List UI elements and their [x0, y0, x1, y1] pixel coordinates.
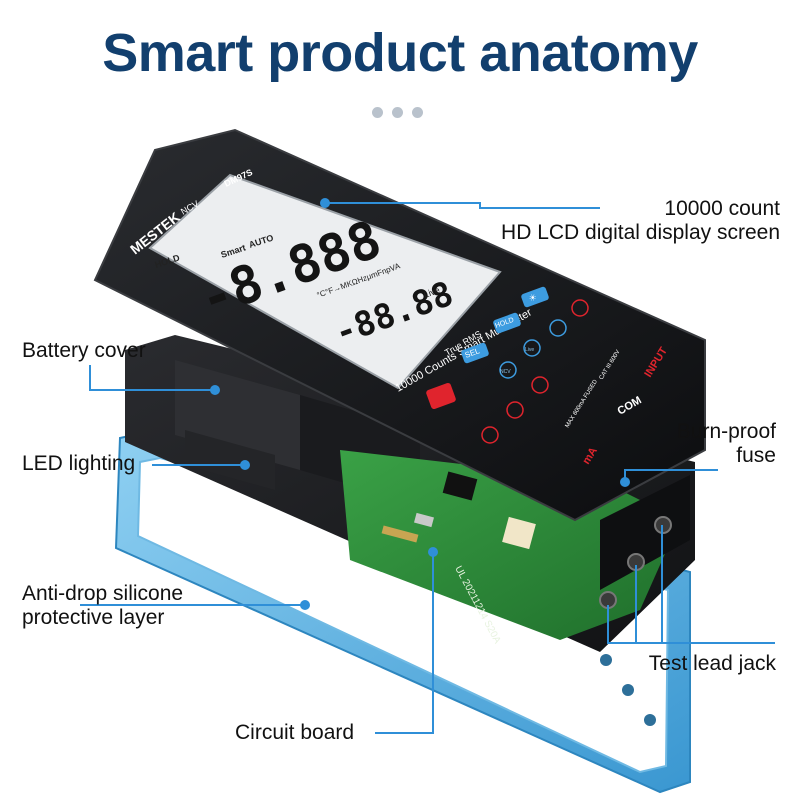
silicone-callout-line2: protective layer — [22, 606, 165, 629]
lcd-screen — [148, 173, 502, 390]
function-key[interactable] — [571, 299, 589, 317]
function-key[interactable] — [506, 401, 524, 419]
battery-cover-callout: Battery cover — [22, 339, 146, 362]
fuse-callout-line1: Burn-proof — [676, 420, 776, 443]
live-key-label: Live — [525, 347, 534, 353]
lcd-callout-line2: HD LCD digital display screen — [501, 221, 780, 244]
page-title: Smart product anatomy — [102, 23, 698, 83]
header-pins — [381, 525, 419, 543]
function-key[interactable] — [531, 376, 549, 394]
front-panel: MESTEK DM97S NCV HOLD Smart AUTO -8.888 … — [93, 128, 706, 522]
silicone-callout-line1: Anti-drop silicone — [22, 582, 184, 605]
silicone-leader-dot — [300, 600, 310, 610]
sel-key[interactable]: SEL — [460, 342, 489, 364]
light-key[interactable]: ☀ — [520, 286, 549, 308]
silicone-jack-hole — [622, 684, 634, 696]
chip-component — [442, 471, 478, 501]
crystal-component — [414, 512, 434, 528]
battery-leader-dot — [210, 385, 220, 395]
test-lead-jack-callout: Test lead jack — [648, 652, 776, 675]
circuit-leader-line — [375, 552, 434, 734]
live-key[interactable]: Live — [523, 339, 541, 357]
silicone-callout: Anti-drop silicone protective layer — [22, 582, 183, 630]
relay-component — [502, 516, 536, 550]
ncv-key-label: NCV — [500, 369, 511, 375]
divider-dot — [392, 107, 403, 118]
divider-dot — [412, 107, 423, 118]
callout-leader-lines — [80, 198, 775, 734]
jack-leader-line — [607, 605, 775, 644]
title-divider-dots — [372, 107, 432, 121]
circuit-board-callout: Circuit board — [235, 721, 355, 744]
fuse-leader-dot — [620, 477, 630, 487]
jack-posts — [599, 475, 690, 609]
led-lighting-callout: LED lighting — [22, 452, 136, 475]
silicone-jack-hole — [644, 714, 656, 726]
divider-dot — [372, 107, 383, 118]
function-key[interactable] — [481, 426, 499, 444]
silicone-jack-hole — [600, 654, 612, 666]
lcd-leader-dot — [320, 198, 330, 208]
led-light-window — [185, 430, 275, 490]
lcd-callout: 10000 count HD LCD digital display scree… — [501, 197, 780, 245]
battery-leader-line — [89, 365, 215, 391]
fuse-callout-line2: fuse — [736, 444, 776, 467]
lcd-callout-line1: 10000 count — [664, 197, 780, 220]
hold-key[interactable]: HOLD — [492, 312, 521, 334]
light-key-label: ☀ — [528, 293, 539, 305]
circuit-leader-dot — [428, 547, 438, 557]
function-key[interactable] — [549, 319, 567, 337]
led-leader-dot — [240, 460, 250, 470]
fuse-callout: Burn-proof fuse — [677, 420, 776, 468]
ncv-key[interactable]: NCV — [499, 361, 517, 379]
lcd-leader-line — [325, 202, 600, 209]
power-button[interactable] — [425, 382, 456, 410]
